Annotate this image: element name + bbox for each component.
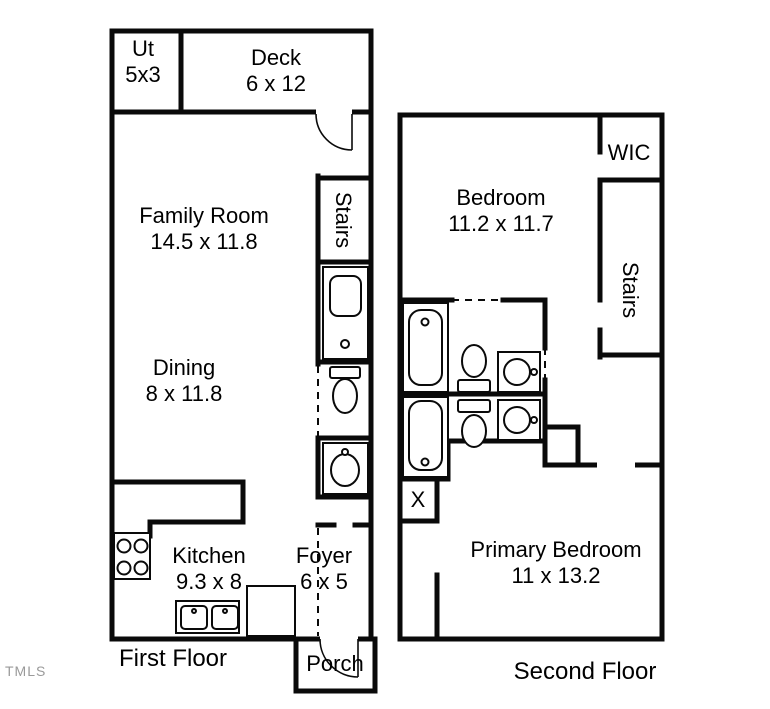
hall-door-opening <box>597 460 635 470</box>
toilet-upper-icon <box>457 344 491 393</box>
deck-door-opening <box>316 107 352 117</box>
room-label-bedroom: Bedroom 11.2 x 11.7 <box>448 185 554 237</box>
porch-outline <box>293 636 378 694</box>
second-floor-interior-walls <box>397 114 665 642</box>
vanity-sink-upper-icon <box>497 351 541 393</box>
room-label-ut: Ut 5x3 <box>125 36 160 88</box>
room-name: Dining <box>152 355 216 380</box>
room-label-family-room: Family Room 14.5 x 11.8 <box>139 203 269 255</box>
room-label-stairs-first: Stairs <box>331 191 356 249</box>
room-name: Family Room <box>139 203 269 228</box>
bathtub-icon <box>402 302 449 393</box>
room-dims: 9.3 x 8 <box>175 569 243 594</box>
first-floor-title: First Floor <box>119 645 227 672</box>
room-name: Foyer <box>295 543 353 568</box>
room-name: Bedroom <box>456 185 546 210</box>
front-door-opening <box>320 634 358 644</box>
front-door-icon <box>319 638 359 678</box>
room-label-deck: Deck 6 x 12 <box>246 45 306 97</box>
shower-tub-icon <box>402 396 449 478</box>
dishwasher-icon <box>246 585 296 637</box>
room-label-closet-x: X <box>411 487 426 513</box>
room-label-wic: WIC <box>608 140 651 166</box>
room-dims: 11 x 13.2 <box>511 563 601 588</box>
second-floor-openings <box>452 299 546 380</box>
first-floor-interior-walls <box>109 173 374 539</box>
toilet-icon <box>329 366 361 414</box>
sink-vanity-icon <box>322 442 369 495</box>
watermark-text: TMLS <box>5 663 47 679</box>
room-label-primary-bedroom: Primary Bedroom 11 x 13.2 <box>470 537 641 589</box>
second-floor-plan <box>397 112 665 642</box>
deck-door-icon <box>315 113 353 151</box>
room-dims: 6 x 5 <box>300 569 348 594</box>
shower-stall-icon <box>322 266 369 360</box>
room-name: Porch <box>306 651 364 676</box>
first-floor-plan <box>109 28 378 694</box>
room-name: Kitchen <box>172 543 246 568</box>
room-label-foyer: Foyer 6 x 5 <box>296 543 352 595</box>
vanity-sink-lower-icon <box>497 399 541 441</box>
second-floor-title: Second Floor <box>513 658 657 685</box>
room-dims: 14.5 x 11.8 <box>150 229 258 254</box>
first-floor-outline <box>109 109 374 642</box>
room-name: Primary Bedroom <box>470 537 642 562</box>
toilet-lower-icon <box>457 399 491 448</box>
room-dims: 11.2 x 11.7 <box>448 211 554 236</box>
room-name: Ut <box>131 36 154 61</box>
room-name: WIC <box>607 140 651 165</box>
kitchen-sink-icon <box>175 600 240 634</box>
room-label-porch: Porch <box>306 651 363 677</box>
room-dims: 8 x 11.8 <box>145 381 223 406</box>
room-dims: 5x3 <box>125 62 161 87</box>
room-label-kitchen: Kitchen 9.3 x 8 <box>172 543 245 595</box>
room-name: Deck <box>250 45 302 70</box>
room-name: X <box>410 487 426 512</box>
room-label-dining: Dining 8 x 11.8 <box>146 355 223 407</box>
room-dims: 6 x 12 <box>246 71 306 96</box>
room-label-stairs-second: Stairs <box>618 261 643 319</box>
stove-icon <box>113 532 151 580</box>
